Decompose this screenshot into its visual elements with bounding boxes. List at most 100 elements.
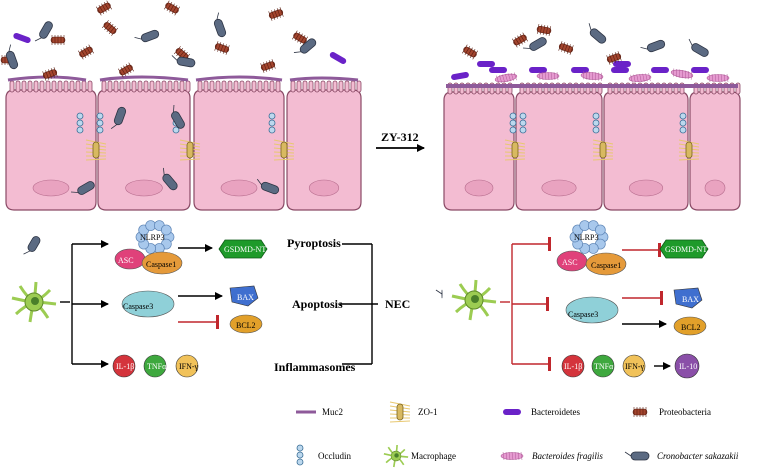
il10-label: IL-10 [679,362,698,371]
apoptosis-label: Apoptosis [292,297,343,311]
tj-fiber [85,158,107,161]
proteobacteria-pilus [566,44,571,54]
proteobacteria-pilus [96,6,102,16]
bacteroidetes-icon [489,67,507,73]
microvillus [233,80,239,93]
legend-cronobacter-sakazakii: Cronobacter sakazakii [657,451,739,461]
nucleus [464,179,494,197]
tj-fiber [504,158,526,161]
bfragilis-stripe [648,73,651,82]
proteobacteria-pilus [106,0,112,10]
microvillus [308,80,314,93]
bfragilis-stripe [684,70,686,79]
gsdmd-shape-right [659,239,709,259]
proteobacteria-pilus [217,42,222,52]
cronobacter-sakazakii-icon-flagellum [23,250,31,255]
epithelial-cell [193,80,285,211]
proteobacteria-icon [164,0,180,16]
bacteroides-fragilis-icon [536,71,560,81]
proteobacteria-pilus [111,27,119,36]
microvillus [63,80,69,93]
bacteroidetes-icon [529,67,547,73]
proteobacteria-pilus [469,49,476,58]
occludin-dot [509,119,517,127]
bfragilis-stripe [720,73,723,83]
cronobacter-sakazakii-icon-flagellum [293,51,302,53]
tj-core [599,141,607,159]
bacteroidetes-icon [611,67,629,73]
pathway-arrows [60,144,671,371]
bfragilis-stripe [595,72,596,81]
occludin-dot [268,126,276,134]
nlrp3-label: NLRP3 [140,233,165,242]
proteobacteria-pilus [617,51,622,61]
right-epithelium [443,82,741,211]
nlrp3-subunit [594,224,606,236]
proteobacteria-pilus [120,67,127,76]
occludin-dot [519,119,527,127]
proteobacteria-pilus [118,68,124,78]
proteobacteria-pilus [222,44,227,54]
proteobacteria-pilus [263,62,268,72]
proteobacteria-pilus [274,9,278,19]
proteobacteria-pilus [83,47,89,57]
legend-cronobacter-swatch-body [630,451,650,461]
bfragilis-stripe [502,74,505,83]
cronobacter-sakazakii-icon-flagellum [8,44,12,52]
nec-label: NEC [385,297,411,311]
proteobacteria-pilus [78,50,84,60]
microvillus [45,80,51,93]
proteobacteria-icon [512,32,528,48]
proteobacteria-icon [268,7,284,21]
epithelial-cell [603,82,689,211]
cronobacter-sakazakii-icon [640,39,666,53]
proteobacteria-pilus [609,54,614,64]
cronobacter-sakazakii-icon-flagellum [171,55,178,61]
bfragilis-stripe [711,73,714,83]
microvillus [197,80,203,93]
bacteria-layer [0,0,730,195]
proteobacteria-icon [536,23,552,37]
epithelial-cell [286,80,362,211]
microvillus [332,80,338,93]
cronobacter-sakazakii-icon [110,106,127,130]
bcl2-shape [229,314,263,334]
proteobacteria-icon [214,41,230,55]
tj-core [186,141,194,159]
cronobacter-sakazakii-icon [171,104,185,129]
bfragilis-stripe [639,73,642,82]
microvillus [245,80,251,93]
proteobacteria-pilus [472,50,478,60]
proteobacteria-pilus [53,67,58,77]
cronobacter-sakazakii-icon [134,29,160,43]
proteobacteria-pilus [464,46,471,55]
bfragilis-stripe [679,69,680,78]
cronobacter-sakazakii-icon-body [77,181,95,195]
proteobacteria-pilus [569,45,574,55]
gsdmd-label-right: GSDMD-NT [665,245,708,254]
proteobacteria-pilus [171,5,178,14]
bacteroides-fragilis-icon [628,73,652,83]
cronobacter-sakazakii-icon-body [39,21,53,39]
bfragilis-stripe [673,68,675,77]
occludin-dot [96,119,104,127]
cronobacter-sakazakii-icon [293,38,317,54]
proteobacteria-pilus [106,23,114,33]
proteobacteria-pilus [561,42,566,52]
microvillus [296,80,302,93]
tj-core [511,141,519,159]
occludin-dot [592,119,600,127]
bax-label: BAX [237,293,254,302]
legend-proteobacteria: Proteobacteria [659,407,711,417]
bfragilis-stripe [592,72,593,81]
bfragilis-stripe [726,73,729,83]
legend-cronobacter-swatch-flagellum [624,451,632,457]
nucleus [125,179,163,197]
bfragilis-stripe [723,73,726,83]
il1b-shape [112,354,136,378]
proteobacteria-pilus [606,55,611,65]
proteobacteria-icon [96,0,112,16]
proteobacteria-pilus [45,70,50,80]
cronobacter-sakazakii-icon-flagellum [688,38,693,46]
occludin-icon [519,112,527,134]
